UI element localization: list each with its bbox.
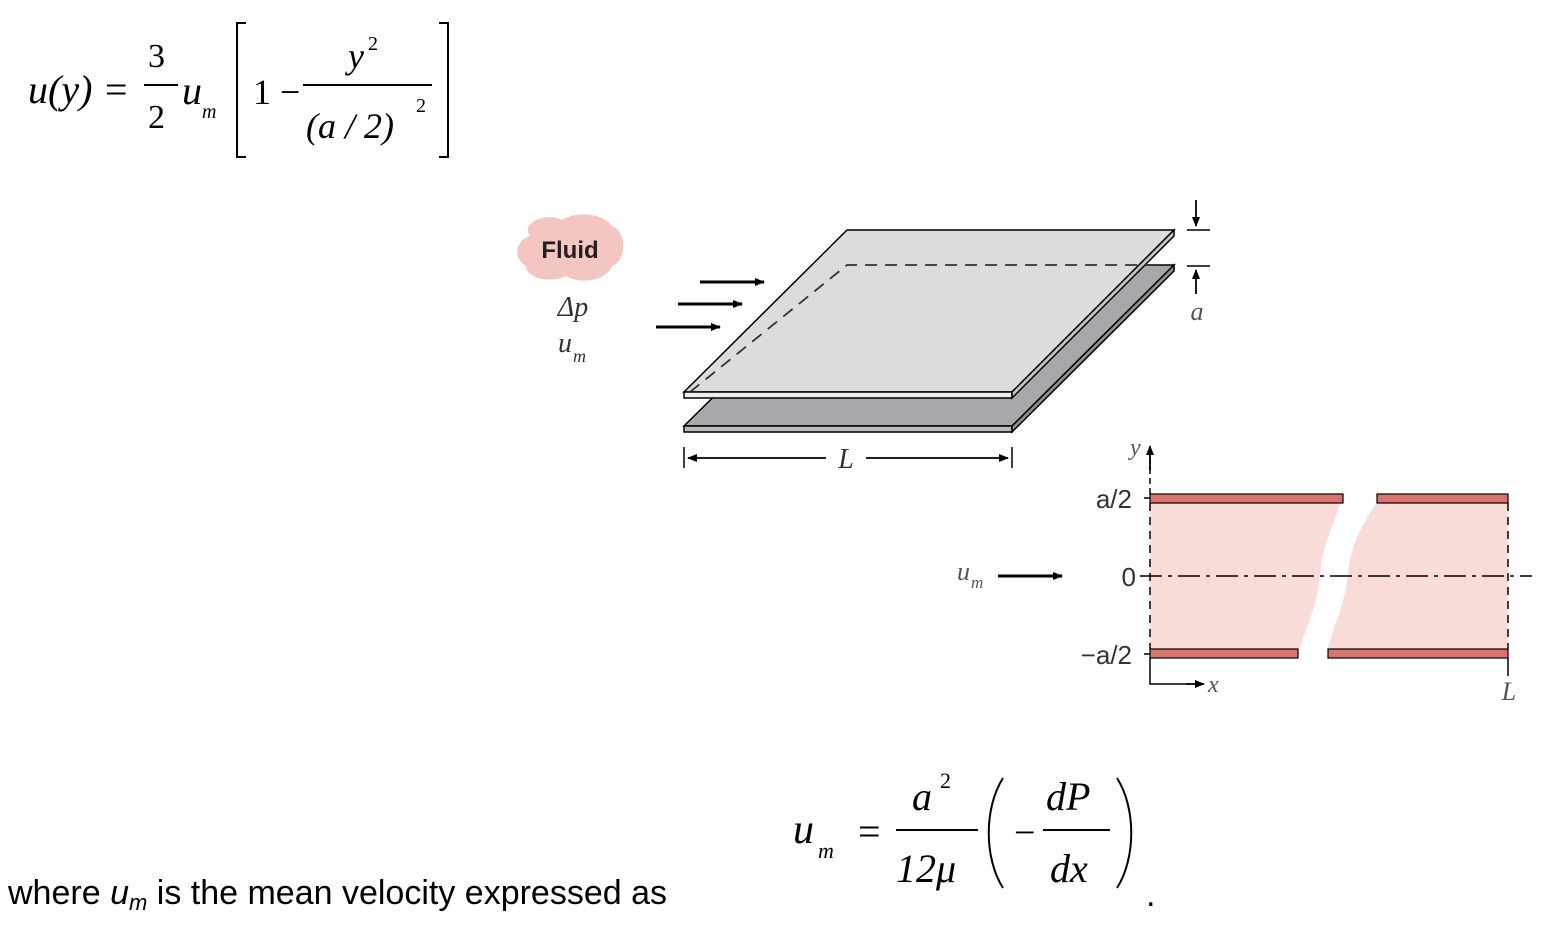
eq1-um-u: u xyxy=(182,68,202,113)
top-wall-right xyxy=(1376,493,1509,504)
fluid-label: Fluid xyxy=(541,237,598,264)
caption-sub: m xyxy=(129,890,147,915)
bottom-plate-side xyxy=(1011,263,1175,434)
caption-prefix: where xyxy=(7,874,110,912)
velocity-profile-equation: u(y) = 3 2 u m 1 − y 2 (a / 2) 2 xyxy=(28,22,449,158)
top-wall-left xyxy=(1149,493,1344,504)
bottom-wall-right xyxy=(1327,648,1509,659)
top-plate-edge xyxy=(683,391,1013,399)
top-plate-side xyxy=(1011,228,1175,400)
mean-velocity-equation: u m = a 2 12μ − dP dx xyxy=(793,768,1133,891)
pressure-drop-label: Δp xyxy=(557,292,588,323)
eq2-right-paren xyxy=(1116,777,1133,889)
bottom-wall-left xyxy=(1149,648,1299,659)
eq1-um-sub: m xyxy=(202,101,216,123)
channel-section: y x L a/2 0 −a/2 u m xyxy=(957,435,1532,706)
eq2-equals: = xyxy=(858,809,881,854)
eq2-denominator: 12μ xyxy=(896,846,956,891)
eq1-inner-denominator-exp: 2 xyxy=(416,95,426,117)
y-axis-label: y xyxy=(1128,435,1141,461)
eq1-inner-denominator: (a / 2) xyxy=(306,106,394,146)
eq1-frac-numerator: 3 xyxy=(148,38,165,75)
eq1-inner-numerator-y: y xyxy=(345,36,364,76)
caption-period: . xyxy=(1146,876,1155,914)
tick-label-bottom: −a/2 xyxy=(1081,640,1132,670)
hidden-edge-dashed xyxy=(689,264,1160,393)
eq2-derivative-den: dx xyxy=(1050,846,1088,891)
eq1-lhs: u(y) = xyxy=(28,67,129,112)
eq1-right-bracket xyxy=(439,22,449,158)
eq2-derivative-num: dP xyxy=(1046,774,1090,819)
end-label: L xyxy=(1501,677,1516,706)
eq1-one-minus: 1 − xyxy=(253,72,300,112)
eq1-inner-numerator-exp: 2 xyxy=(368,33,378,55)
tick-label-top: a/2 xyxy=(1096,484,1132,514)
flow-arrows xyxy=(656,278,765,331)
eq1-left-bracket xyxy=(236,22,246,158)
eq2-um-u: u xyxy=(793,807,814,853)
gap-dimension: a xyxy=(1187,200,1210,326)
inlet-velocity-u: u xyxy=(957,557,970,586)
eq2-numerator-a: a xyxy=(912,774,932,819)
caption-line: where um is the mean velocity expressed … xyxy=(7,874,667,915)
eq1-frac-denominator: 2 xyxy=(148,99,165,136)
tick-label-zero: 0 xyxy=(1122,562,1136,592)
eq2-left-paren xyxy=(987,777,1004,889)
mean-velocity-label-u: u xyxy=(558,328,572,359)
parallel-plates-3d xyxy=(682,228,1176,434)
eq2-numerator-exp: 2 xyxy=(940,768,951,793)
length-label: L xyxy=(837,444,854,475)
caption: where um is the mean velocity expressed … xyxy=(7,874,1155,915)
caption-suffix: is the mean velocity expressed as xyxy=(147,874,667,912)
bottom-plate-edge xyxy=(683,425,1013,433)
fluid-inlet-labels: Fluid Δp u m xyxy=(517,214,624,366)
length-dimension: L xyxy=(683,444,1013,475)
x-axis-label: x xyxy=(1207,672,1219,698)
eq2-minus: − xyxy=(1014,812,1035,854)
eq2-um-sub: m xyxy=(818,838,834,863)
x-axis-line xyxy=(1149,658,1190,685)
mean-velocity-label-sub: m xyxy=(573,346,586,366)
gap-label: a xyxy=(1191,297,1204,326)
inlet-velocity-sub: m xyxy=(971,573,983,592)
fluid-cloud xyxy=(517,214,624,281)
caption-u: u xyxy=(110,874,129,912)
